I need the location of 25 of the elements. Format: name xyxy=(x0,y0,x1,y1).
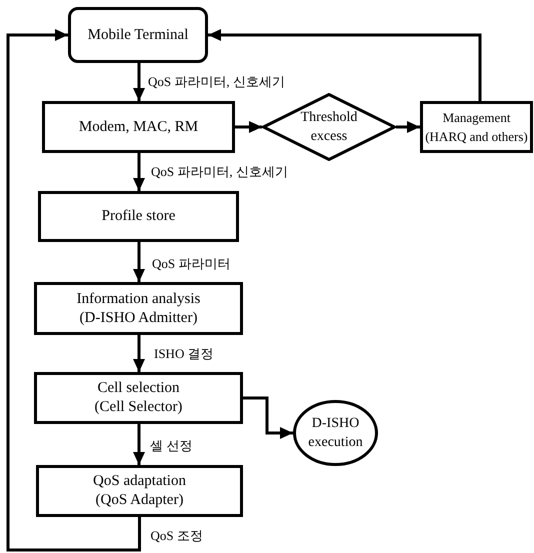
process-box: Modem, MAC, RM xyxy=(42,101,235,153)
arrow xyxy=(133,242,145,282)
process-box: Management (HARQ and others) xyxy=(420,101,533,153)
process-box: Information analysis (D-ISHO Admitter) xyxy=(34,282,243,335)
arrow xyxy=(133,63,145,101)
arrow xyxy=(396,121,420,133)
edge-label: 셀 선정 xyxy=(150,438,192,453)
arrow xyxy=(6,29,141,552)
arrow xyxy=(133,335,145,372)
arrow xyxy=(208,29,482,101)
process-box: Profile store xyxy=(38,191,239,242)
arrow xyxy=(243,396,293,439)
arrow xyxy=(133,153,145,191)
process-box: Cell selection (Cell Selector) xyxy=(34,372,243,424)
edge-label: QoS 조정 xyxy=(150,528,203,543)
terminal-box: Mobile Terminal xyxy=(68,7,208,63)
edge-label: QoS 파라미터, 신호세기 xyxy=(151,164,288,179)
process-box: QoS adaptation (QoS Adapter) xyxy=(36,465,243,517)
end-ellipse: D-ISHO execution xyxy=(293,400,378,466)
arrow xyxy=(133,424,145,465)
edge-label: QoS 파라미터 xyxy=(152,256,230,271)
edge-label: ISHO 결정 xyxy=(154,346,214,361)
decision-diamond: Threshold excess xyxy=(262,93,396,161)
edge-label: QoS 파라미터, 신호세기 xyxy=(148,74,285,89)
arrow xyxy=(235,121,262,133)
